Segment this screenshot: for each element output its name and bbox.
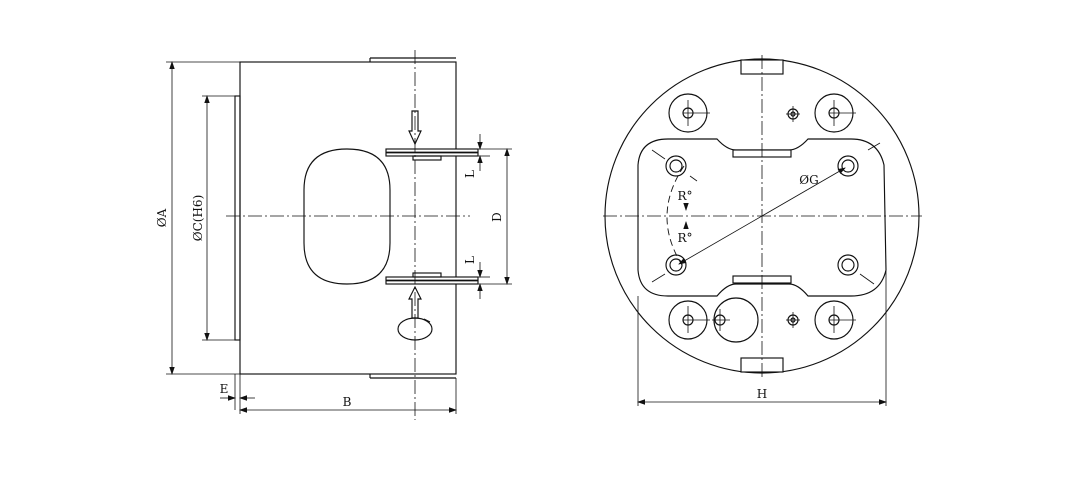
h-label: H	[757, 387, 767, 401]
load-arrow-top	[408, 110, 422, 146]
inner-plate-outline	[637, 138, 887, 297]
side-view-pilot	[234, 95, 241, 341]
l-top-label: L	[463, 170, 477, 178]
side-view-window	[303, 148, 391, 285]
dia-a-label: ØA	[155, 208, 169, 227]
load-arrow-bottom	[408, 285, 422, 319]
l-bottom-label: L	[463, 256, 477, 264]
angle-bottom-label: R°	[677, 231, 692, 245]
angle-top-label: R°	[677, 189, 692, 203]
dia-g-label: ØG	[799, 173, 818, 187]
e-label: E	[220, 382, 229, 396]
side-view: ØA ØC(H6) L L D E B	[155, 50, 512, 420]
d-label: D	[490, 212, 504, 222]
front-view: ØG R° R° H	[603, 55, 922, 406]
dia-c-label: ØC(H6)	[191, 195, 205, 241]
b-label: B	[343, 395, 352, 409]
side-view-body	[239, 61, 457, 375]
